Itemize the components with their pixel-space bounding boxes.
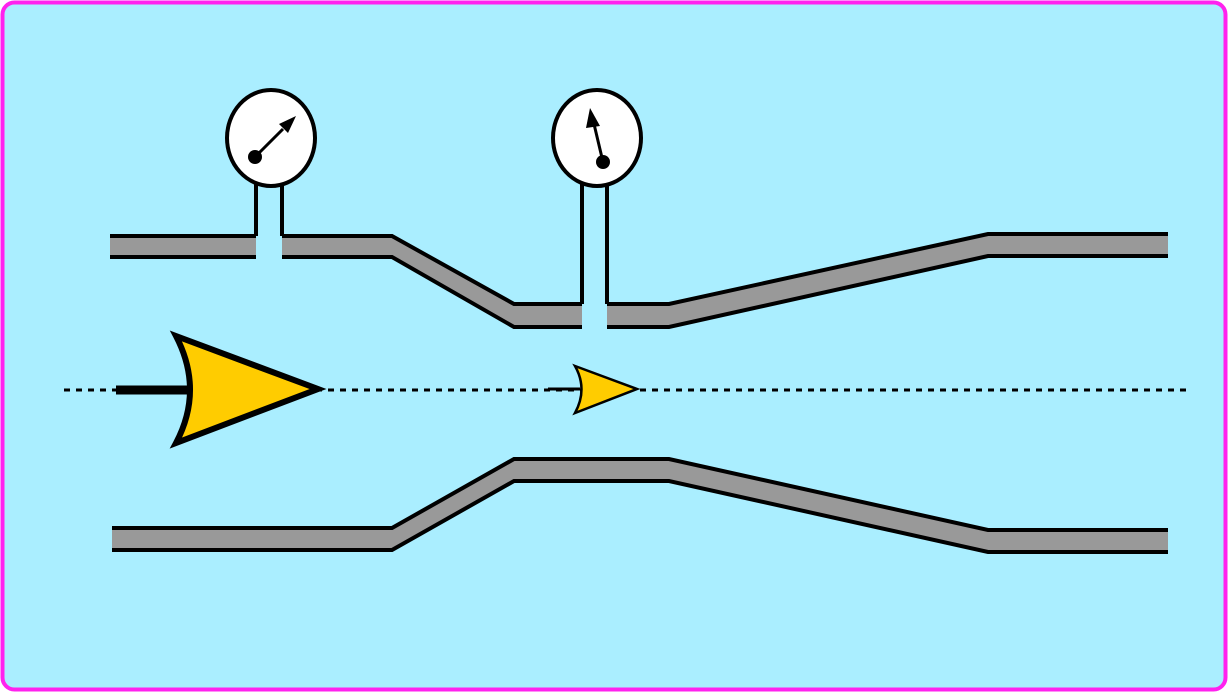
inlet-flow-arrow [169,330,327,449]
throat-flow-arrow [572,363,641,416]
pressure-gauge-icon [551,88,643,304]
needle-icon [248,116,296,164]
flow-arrow-icon [548,363,641,416]
needle-icon [586,108,610,169]
bottom-pipe-wall [112,457,1168,554]
pressure-gauge-icon [225,88,317,236]
top-pipe-wall [110,232,1168,329]
top-wall-segment-left [110,236,256,257]
flow-arrow-icon [116,330,327,449]
top-wall-diverging [607,234,1168,327]
inlet-gauge-face [225,88,317,188]
top-wall-converging [282,236,582,327]
